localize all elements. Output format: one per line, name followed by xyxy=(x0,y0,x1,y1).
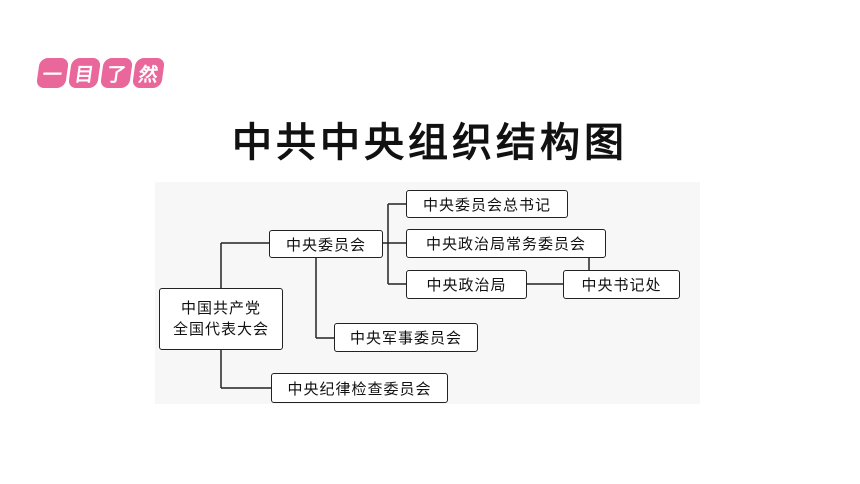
badge-char: 然 xyxy=(131,58,166,88)
node-national-congress: 中国共产党 全国代表大会 xyxy=(159,288,283,350)
badge-char: 一 xyxy=(35,58,70,88)
node-politburo: 中央政治局 xyxy=(406,270,527,299)
badge-char: 目 xyxy=(67,58,102,88)
node-label-line: 全国代表大会 xyxy=(172,320,269,338)
badge: 一 目 了 然 xyxy=(35,58,166,88)
node-secretariat: 中央书记处 xyxy=(563,270,680,299)
org-chart: 中国共产党 全国代表大会 中央委员会 中央委员会总书记 中央政治局常务委员会 中… xyxy=(155,182,700,404)
badge-char: 了 xyxy=(99,58,134,88)
node-general-secretary: 中央委员会总书记 xyxy=(406,190,568,218)
node-central-committee: 中央委员会 xyxy=(269,230,383,258)
node-label-line: 中国共产党 xyxy=(180,299,261,317)
node-military-commission: 中央军事委员会 xyxy=(334,323,478,352)
page-title: 中共中央组织结构图 xyxy=(232,120,628,166)
node-discipline-commission: 中央纪律检查委员会 xyxy=(271,373,448,403)
node-politburo-standing-committee: 中央政治局常务委员会 xyxy=(406,229,606,258)
